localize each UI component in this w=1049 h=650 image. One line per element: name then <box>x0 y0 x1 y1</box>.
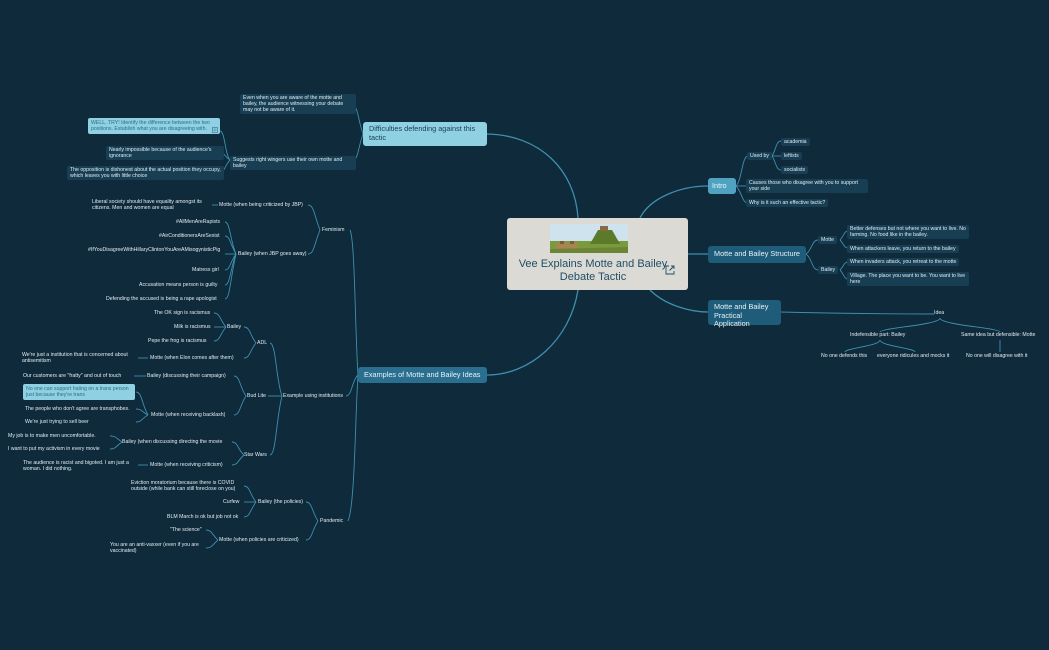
node-feminism[interactable]: Feminism <box>322 227 345 233</box>
node-pepe[interactable]: Pepe the frog is racismus <box>148 338 207 344</box>
node-the-science[interactable]: "The science" <box>170 527 202 533</box>
node-causes-support[interactable]: Causes those who disagree with you to su… <box>746 179 868 193</box>
node-pandemic-motte[interactable]: Motte (when policies are criticized) <box>219 537 299 543</box>
node-bailey-retreat[interactable]: When invaders attack, you retreat to the… <box>847 258 960 266</box>
branch-structure[interactable]: Motte and Bailey Structure <box>708 246 806 263</box>
node-sell-beer[interactable]: We're just trying to sell beer <box>25 419 89 425</box>
node-matress[interactable]: Matress girl <box>192 267 219 273</box>
node-ok-sign[interactable]: The OK sign is racismus <box>154 310 211 316</box>
node-airconditioners[interactable]: #AirConditionersAreSexist <box>159 233 220 239</box>
node-uncomfortable[interactable]: My job is to make men uncomfortable. <box>8 433 96 439</box>
node-academia[interactable]: academia <box>781 138 810 146</box>
node-curfew[interactable]: Curfew <box>223 499 240 505</box>
well-try-text: WELL, TRY! Identify the difference betwe… <box>91 120 210 132</box>
node-everyone-ridicules[interactable]: everyone ridicules and mocks it <box>877 353 950 359</box>
node-activism[interactable]: I want to put my activism in every movie <box>8 446 100 452</box>
branch-difficulties[interactable]: Difficulties defending against this tact… <box>363 122 487 146</box>
node-aware[interactable]: Even when you are aware of the motte and… <box>240 94 356 114</box>
node-motte[interactable]: Motte <box>818 236 837 244</box>
note-icon[interactable] <box>212 127 218 133</box>
node-leftists[interactable]: leftists <box>781 152 802 160</box>
node-budlite-motte[interactable]: Motte (when receiving backlash) <box>151 412 226 418</box>
node-adl[interactable]: ADL <box>257 340 268 346</box>
node-no-one-disagree[interactable]: No one will disagree with it <box>966 353 1028 359</box>
node-used-by[interactable]: Used by <box>747 152 773 160</box>
node-nearly-impossible[interactable]: Nearly impossible because of the audienc… <box>106 146 224 160</box>
node-motte-return[interactable]: When attackers leave, you return to the … <box>847 245 959 253</box>
node-bailey-village[interactable]: Village. The place you want to be. You w… <box>847 272 969 286</box>
node-idea[interactable]: Idea <box>934 310 945 316</box>
node-starwars-bailey[interactable]: Bailey (when discussing directing the mo… <box>122 439 223 445</box>
node-motte-defenses[interactable]: Better defenses but not where you want t… <box>847 225 969 239</box>
node-eviction[interactable]: Eviction moratorium because there is COV… <box>131 480 236 492</box>
node-adl-motte[interactable]: Motte (when Elon comes after them) <box>150 355 234 361</box>
node-anti-vaxxer[interactable]: You are an anti-vaxxer (even if you are … <box>110 542 199 554</box>
node-hillary[interactable]: #IfYouDisagreeWithHillaryClintonYouAreAM… <box>88 247 221 253</box>
node-indefensible[interactable]: Indefensible part: Bailey <box>850 332 906 338</box>
node-budlite-bailey[interactable]: Bailey (discussing their campaign) <box>147 373 226 379</box>
node-institutions[interactable]: Example using institutions <box>283 393 343 399</box>
node-well-try[interactable]: WELL, TRY! Identify the difference betwe… <box>88 118 220 134</box>
node-same-idea[interactable]: Same idea but defensible: Motte <box>961 332 1036 338</box>
node-feminism-equality[interactable]: Liberal society should have equality amo… <box>92 199 202 211</box>
node-trans-support[interactable]: No one can support hating on a trans per… <box>23 384 135 400</box>
node-adl-institution[interactable]: We're just a institution that is concern… <box>22 352 128 364</box>
external-link-icon[interactable] <box>665 265 675 275</box>
node-opposition[interactable]: The opposition is dishonest about the ac… <box>67 166 224 180</box>
node-socialists[interactable]: socialists <box>781 166 809 174</box>
node-starwars-motte[interactable]: Motte (when receiving criticism) <box>150 462 223 468</box>
central-topic[interactable]: Vee Explains Motte and Bailey Debate Tac… <box>507 218 688 290</box>
branch-examples[interactable]: Examples of Motte and Bailey Ideas <box>358 367 487 383</box>
branch-intro[interactable]: Intro <box>708 178 736 194</box>
node-milk[interactable]: Milk is racismus <box>174 324 211 330</box>
node-no-one-defends[interactable]: No one defends this <box>821 353 868 359</box>
node-suggests[interactable]: Suggests right wingers use their own mot… <box>230 156 356 170</box>
node-feminism-motte[interactable]: Motte (when being criticized by JBP) <box>219 202 303 208</box>
node-feminism-bailey[interactable]: Bailey (when JBP goes away) <box>238 251 307 257</box>
node-accusation[interactable]: Accusation means person is guilty <box>139 282 218 288</box>
node-allmen[interactable]: #AllMenAreRapists <box>176 219 221 225</box>
node-budlite[interactable]: Bud Lite <box>247 393 267 399</box>
node-racist[interactable]: The audience is racist and bigoted. I am… <box>23 460 129 472</box>
node-fratty[interactable]: Our customers are "fratty" and out of to… <box>23 373 122 379</box>
node-blm[interactable]: BLM March is ok but job not ok <box>167 514 239 520</box>
central-title: Vee Explains Motte and Bailey Debate Tac… <box>518 258 668 283</box>
node-bailey[interactable]: Bailey <box>818 266 839 274</box>
node-adl-bailey[interactable]: Bailey <box>227 324 242 330</box>
branch-practical[interactable]: Motte and Bailey Practical Application <box>708 300 781 328</box>
node-pandemic-bailey[interactable]: Bailey (the policies) <box>258 499 303 505</box>
node-why-effective[interactable]: Why is it such an effective tactic? <box>746 199 829 207</box>
node-starwars[interactable]: Star Wars <box>244 452 267 458</box>
node-defending[interactable]: Defending the accused is being a rape ap… <box>106 296 217 302</box>
castle-image-icon <box>550 224 628 253</box>
node-pandemic[interactable]: Pandemic <box>320 518 344 524</box>
node-transphobes[interactable]: The people who don't agree are transphob… <box>25 406 130 412</box>
